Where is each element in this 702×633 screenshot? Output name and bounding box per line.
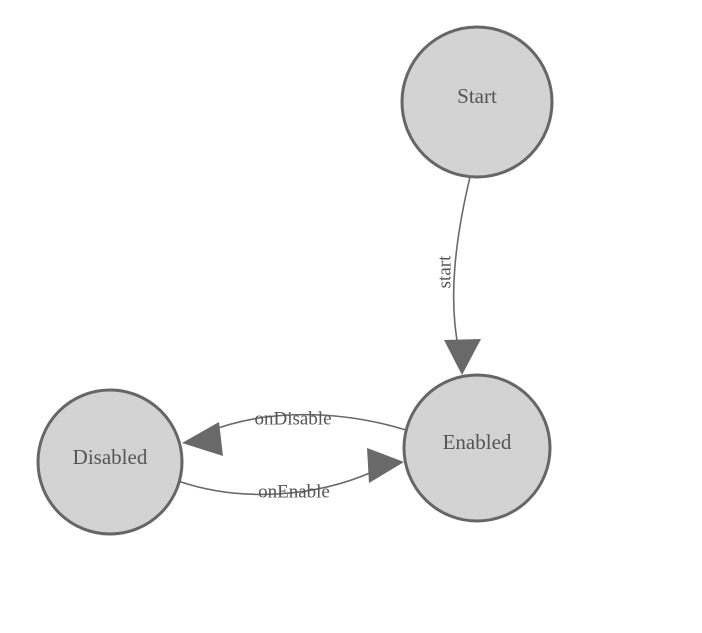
edge-enabled-to-disabled-arrowhead: [182, 422, 223, 456]
node-disabled-shape: [36, 388, 184, 536]
edge-disabled-to-enabled-line: [177, 471, 373, 496]
edge-start-to-enabled[interactable]: [444, 176, 481, 375]
node-start-shape: [400, 25, 554, 179]
node-start[interactable]: Start: [400, 25, 554, 179]
edge-start-to-enabled-line: [452, 176, 471, 352]
node-enabled-label: Enabled: [443, 430, 512, 454]
edge-label-start: start: [434, 255, 455, 288]
node-disabled-label: Disabled: [73, 445, 148, 469]
edge-disabled-to-enabled-arrowhead: [367, 448, 404, 483]
edge-enabled-to-disabled[interactable]: [182, 413, 407, 456]
node-enabled[interactable]: Enabled: [402, 373, 552, 523]
node-disabled[interactable]: Disabled: [36, 388, 184, 536]
edge-label-onenable: onEnable: [258, 481, 330, 502]
edge-enabled-to-disabled-line: [204, 413, 407, 434]
node-enabled-shape: [402, 373, 552, 523]
edge-disabled-to-enabled[interactable]: [177, 448, 404, 496]
edge-start-to-enabled-arrowhead: [444, 339, 481, 375]
edge-label-ondisable: onDisable: [254, 408, 331, 429]
node-start-label: Start: [457, 84, 497, 108]
